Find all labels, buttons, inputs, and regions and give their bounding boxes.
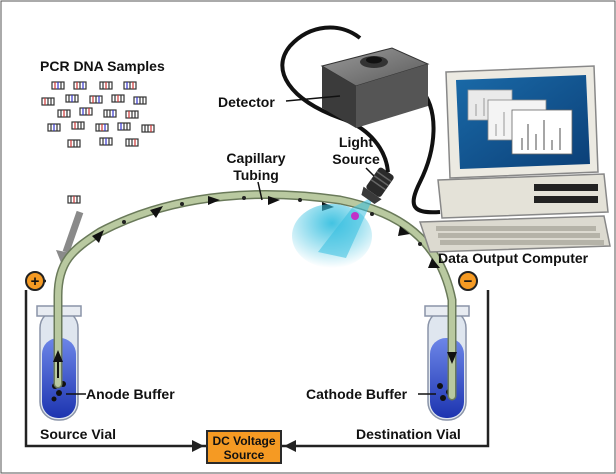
computer-base-unit: [437, 173, 609, 219]
destination-vial-label: Destination Vial: [356, 426, 461, 442]
current-arrow-right: [284, 440, 296, 452]
light-source-label-line1: Light: [338, 134, 374, 150]
light-source-pointer: [365, 167, 375, 177]
anode-buffer-label: Anode Buffer: [86, 386, 175, 402]
cathode-sign: −: [464, 273, 473, 290]
dna-fragments-in-tube: [122, 196, 422, 246]
pcr-dna-samples-label: PCR DNA Samples: [40, 58, 165, 74]
detector-label: Detector: [218, 94, 275, 110]
capillary-pointer: [257, 181, 263, 201]
capillary-label-line2: Tubing: [233, 167, 279, 183]
destination-vial: [424, 305, 470, 421]
data-output-computer-label: Data Output Computer: [438, 250, 589, 266]
computer-keyboard: [418, 215, 611, 253]
dc-voltage-label-line1: DC Voltage: [212, 434, 276, 448]
anode-terminal: [25, 271, 45, 291]
cathode-buffer-label: Cathode Buffer: [306, 386, 408, 402]
detector-box: [320, 47, 430, 128]
current-arrow-left: [192, 440, 204, 452]
flow-arrow-up: [53, 350, 63, 362]
detection-point-icon: [351, 212, 359, 220]
capillary-tubing-label: Capillary Tubing: [218, 150, 294, 184]
capillary-label-line1: Capillary: [226, 150, 286, 166]
dna-sample-icons: [41, 81, 155, 204]
anode-sign: +: [31, 273, 40, 290]
circuit-wires: [24, 279, 490, 448]
light-source-label: Light Source: [328, 134, 384, 168]
detector-pointer: [285, 95, 341, 102]
source-vial-label: Source Vial: [40, 426, 117, 442]
light-source-cable: [280, 25, 390, 173]
light-source-label-line2: Source: [332, 151, 380, 167]
computer-monitor: [445, 65, 599, 179]
dc-voltage-source: DC Voltage Source: [206, 430, 282, 464]
cathode-terminal: [458, 271, 478, 291]
detector-cable: [411, 86, 441, 215]
light-source-lamp: [361, 167, 394, 205]
dc-voltage-label-line2: Source: [223, 448, 265, 462]
